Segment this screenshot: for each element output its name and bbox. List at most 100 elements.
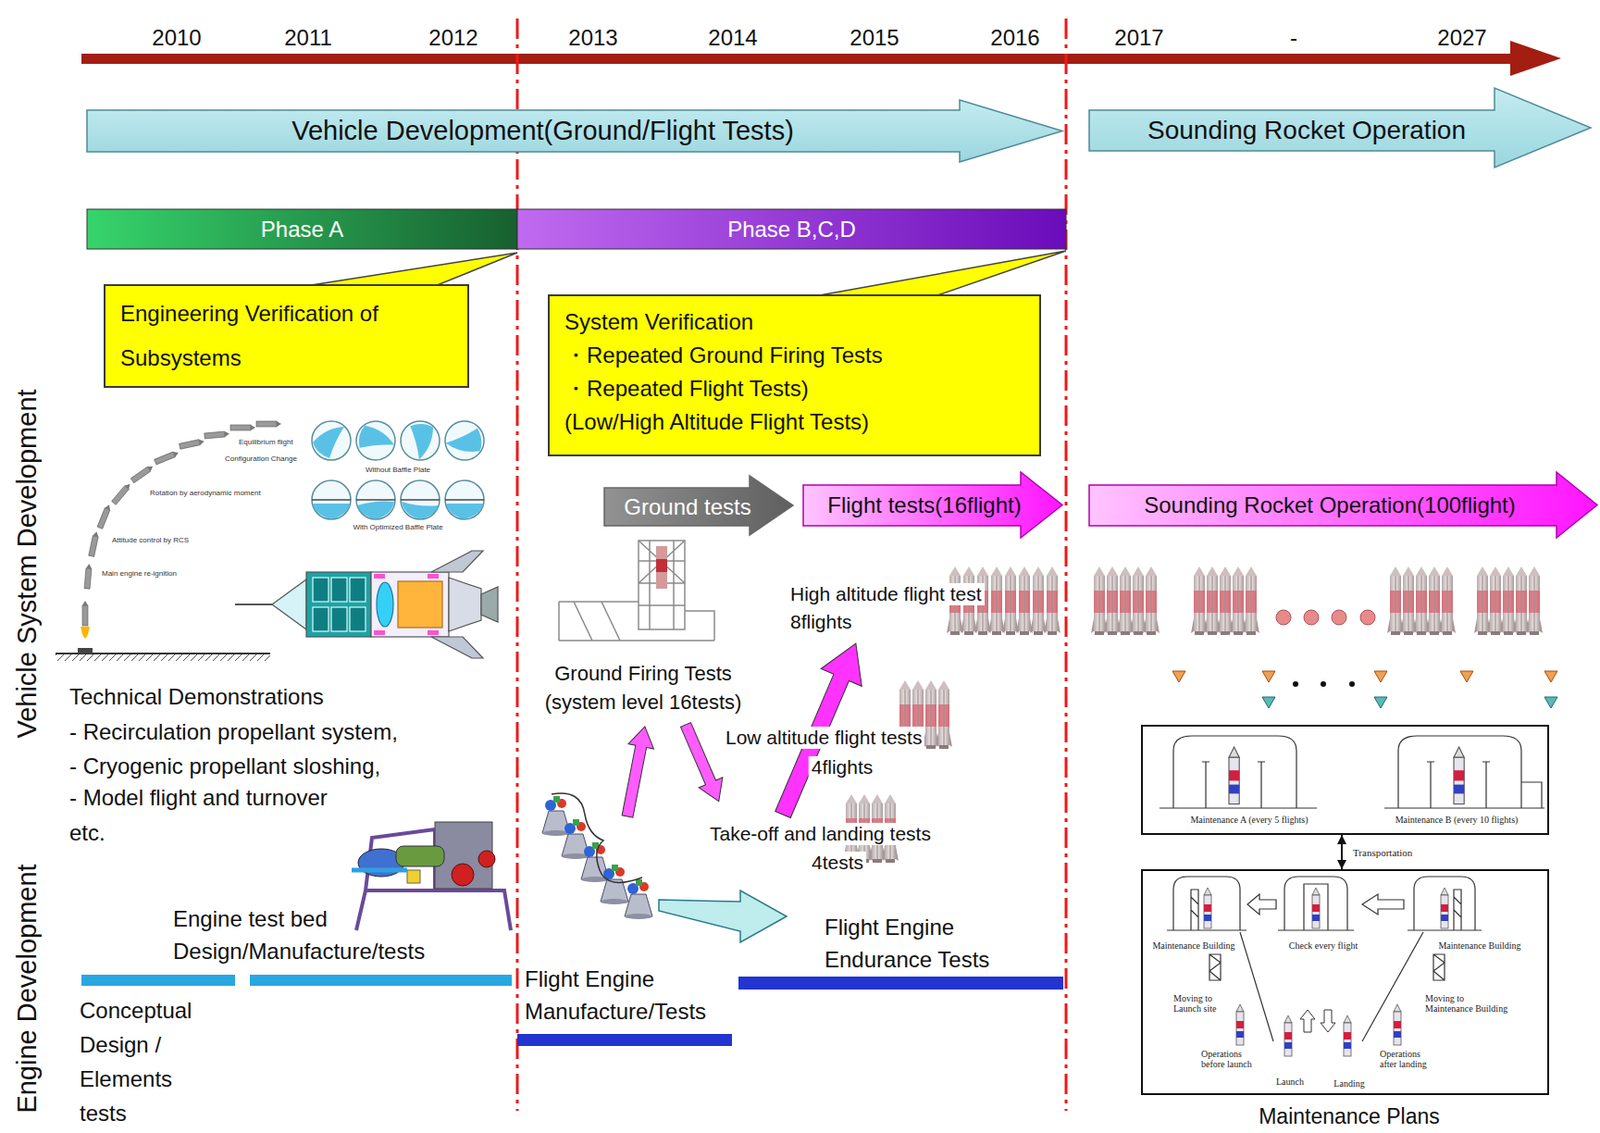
maintenance-flow-sketch xyxy=(1203,887,1212,929)
flow-arrow xyxy=(673,719,731,807)
hangar-sketch xyxy=(1173,735,1297,808)
sketch-note: Main engine re-ignition xyxy=(101,569,177,578)
rocket-group xyxy=(1474,566,1491,635)
maintenance-marker xyxy=(1172,670,1186,683)
baffle-icon xyxy=(436,412,492,468)
vehicle-cross-section xyxy=(373,573,385,579)
maintenance-flow-sketch xyxy=(1277,876,1354,931)
rocket-group xyxy=(1091,566,1108,635)
baffle-icon xyxy=(311,421,351,460)
maintenance-flow-sketch xyxy=(1166,876,1247,931)
baffle-icon xyxy=(356,480,396,520)
firing-stand xyxy=(558,540,715,641)
flight-engines xyxy=(624,879,653,919)
maintenance-marker xyxy=(1262,670,1276,683)
baffle-icon xyxy=(357,501,395,521)
rocket-group xyxy=(1203,566,1221,635)
arrow-shape xyxy=(604,474,794,536)
trajectory-sketch xyxy=(179,438,206,449)
trajectory-sketch xyxy=(130,463,155,483)
rocket-group xyxy=(946,566,1061,635)
arrow-text: Ground tests xyxy=(604,487,771,526)
transfer-arrow xyxy=(658,890,787,943)
ellipsis-dot xyxy=(1276,609,1291,625)
arrow-shape xyxy=(1089,86,1592,169)
rocket-group xyxy=(1413,566,1430,635)
rocket-group xyxy=(843,793,860,863)
maintenance-marker xyxy=(1172,670,1558,708)
trajectory-sketch xyxy=(256,421,282,427)
maintenance-flow-sketch xyxy=(1247,893,1277,915)
engine-test-bed xyxy=(407,869,421,883)
callout-text: Engineering Verification of Subsystems xyxy=(120,291,453,381)
test-label: 8flights xyxy=(787,610,856,633)
maintenance-panel: Maintenance BuildingCheck every flightMa… xyxy=(1141,868,1550,1095)
maintenance-marker xyxy=(1460,670,1474,683)
stage-arrow: Sounding Rocket Operation(100flight) xyxy=(1089,471,1599,539)
trajectory-sketch xyxy=(88,531,100,558)
maintenance-flow-sketch xyxy=(1236,1004,1244,1045)
note-text: - Model flight and turnover xyxy=(69,784,328,811)
year-label: 2015 xyxy=(849,24,899,51)
vehicle-cross-section xyxy=(306,571,372,637)
rocket-group xyxy=(974,566,992,635)
rocket-group xyxy=(1043,566,1061,635)
firing-stand xyxy=(638,540,685,630)
ellipsis-dot xyxy=(1360,609,1376,625)
maintenance-marker xyxy=(1292,681,1299,687)
baffle-icon xyxy=(392,412,447,468)
vehicle-cross-section xyxy=(427,573,439,579)
task-label: Endurance Tests xyxy=(824,946,990,973)
flow-arrow xyxy=(762,634,877,824)
maintenance-marker xyxy=(1320,681,1327,687)
rocket-group xyxy=(1513,566,1530,635)
baffle-icon xyxy=(311,498,351,501)
hangar-sketch xyxy=(1384,806,1545,808)
vehicle-cross-section xyxy=(481,586,498,622)
rocket-group xyxy=(1525,566,1543,635)
maintenance-flow-sketch xyxy=(1303,883,1328,931)
firing-stand xyxy=(558,601,715,641)
flight-engines xyxy=(542,793,653,919)
rocket-group xyxy=(1426,566,1443,635)
panel-caption: Maintenance A (every 5 flights) xyxy=(1190,814,1308,825)
rocket-group xyxy=(1387,566,1404,635)
baffle-icon xyxy=(400,480,440,520)
task-label: Engine test bed xyxy=(173,905,328,932)
rocket-group xyxy=(1400,566,1417,635)
sketch-note: Rotation by aerodynamic moment xyxy=(149,488,261,497)
panel-caption: Landing xyxy=(1333,1078,1365,1089)
hangar-sketch xyxy=(1159,735,1545,808)
trajectory-sketch xyxy=(111,482,133,506)
ellipsis-dot xyxy=(1303,609,1319,625)
maintenance-flow-sketch xyxy=(1320,1009,1336,1032)
vehicle-cross-section xyxy=(376,582,394,627)
test-label: Ground Firing Tests xyxy=(551,661,735,685)
maintenance-flow-sketch xyxy=(1393,1004,1402,1045)
trajectory-sketch xyxy=(77,647,93,654)
rocket-group xyxy=(1500,566,1517,635)
rocket-group xyxy=(1016,566,1033,635)
test-label: High altitude flight test xyxy=(787,582,985,606)
vehicle-cross-section xyxy=(235,550,498,658)
baffle-icon xyxy=(356,498,396,501)
stage-arrow: Flight tests(16flight) xyxy=(803,471,1064,539)
trajectory-sketch xyxy=(84,563,92,589)
task-label: Flight Engine xyxy=(524,966,655,993)
engine-test-bed xyxy=(478,850,496,868)
arrow-text: Sounding Rocket Operation(100flight) xyxy=(1089,484,1571,526)
test-label: Take-off and landing tests xyxy=(706,822,934,845)
maintenance-flow-sketch xyxy=(1362,893,1404,915)
year-label: 2013 xyxy=(568,24,618,51)
baffle-icon xyxy=(356,480,396,520)
arrow-shape xyxy=(1089,471,1598,538)
timeline-arrow xyxy=(1510,40,1562,76)
hangar-sketch xyxy=(1453,746,1464,805)
arrow-shape xyxy=(1089,87,1591,168)
baffle-icon xyxy=(348,413,402,467)
task-label: Elements xyxy=(79,1066,173,1092)
maintenance-flow-sketch xyxy=(1453,889,1462,931)
schedule-bar xyxy=(81,974,236,986)
arrow-shape xyxy=(803,471,1064,539)
flight-engines xyxy=(600,864,629,905)
